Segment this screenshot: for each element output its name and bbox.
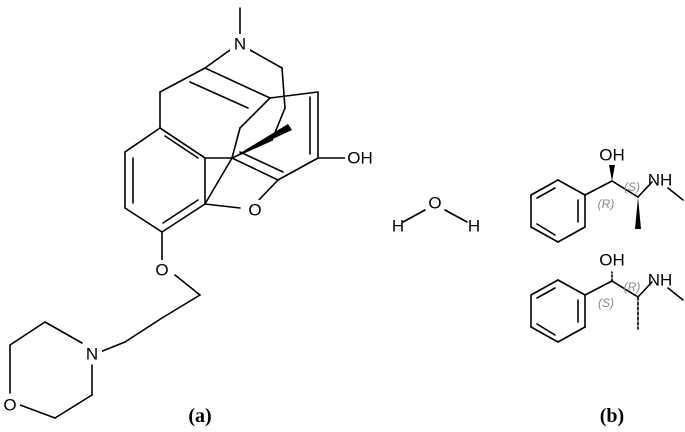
atom-n-morpholine: N <box>86 345 98 364</box>
molecule-b-top: OH NH (R) (S) <box>530 146 684 243</box>
water-o: O <box>428 194 441 213</box>
b-bottom-stereo-2: (R) <box>624 280 641 294</box>
panel-label-b: (b) <box>600 405 624 427</box>
b-bottom-nh: NH <box>648 271 673 290</box>
b-bottom-stereo-1: (S) <box>598 296 614 310</box>
water-h-left: H <box>392 217 404 236</box>
panel-label-a: (a) <box>188 405 211 427</box>
b-top-stereo-1: (R) <box>598 197 615 211</box>
b-top-oh: OH <box>599 146 625 165</box>
atom-n-bridge: N <box>234 35 246 54</box>
water-h-right: H <box>468 217 480 236</box>
b-bottom-oh: OH <box>599 251 625 270</box>
atom-o-morpholine: O <box>3 396 16 415</box>
water-molecule: H O H <box>392 194 480 236</box>
atom-oh-phenol: OH <box>347 149 373 168</box>
atom-o-ether: O <box>155 261 168 280</box>
molecule-a: N OH O O N O <box>0 7 377 419</box>
atom-o-furan: O <box>248 201 261 220</box>
b-top-nh: NH <box>648 171 673 190</box>
molecule-b-bottom: OH NH (S) (R) <box>530 251 684 343</box>
b-top-stereo-2: (S) <box>624 180 640 194</box>
